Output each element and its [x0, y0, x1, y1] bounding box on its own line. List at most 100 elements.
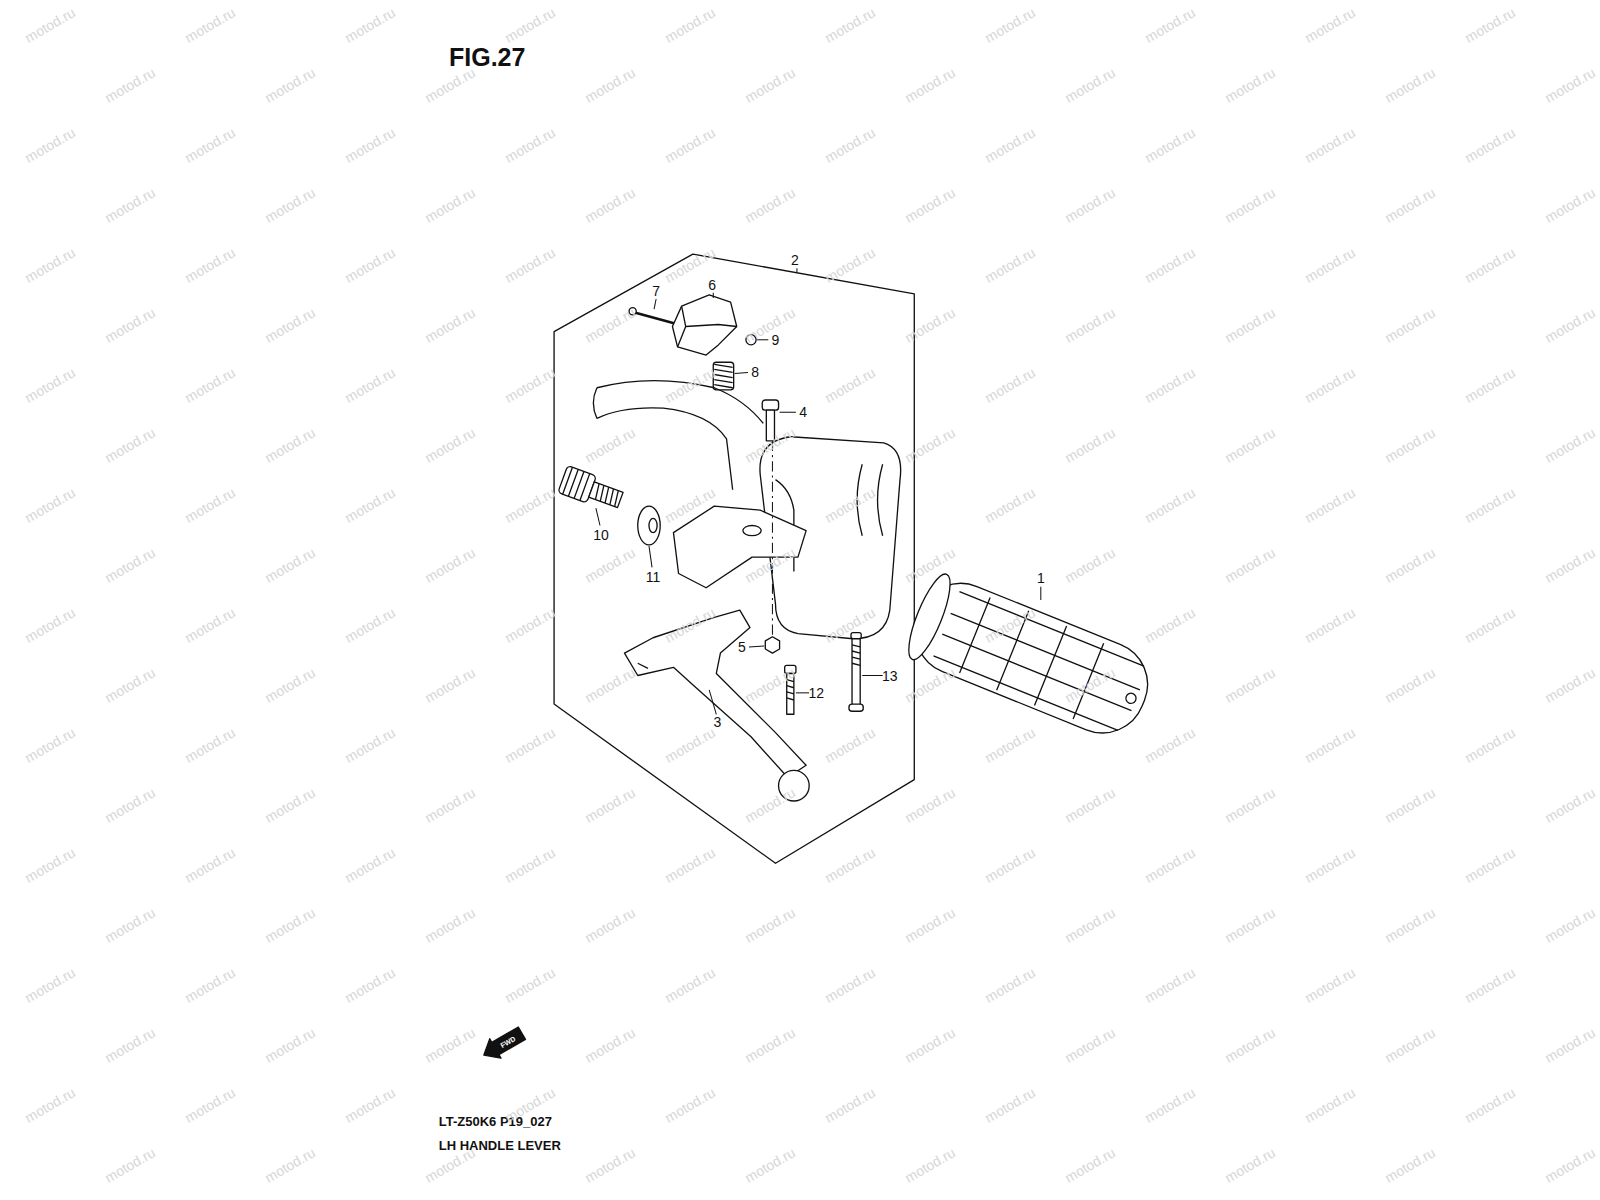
watermark: motod.ru — [1543, 545, 1598, 585]
watermark: motod.ru — [743, 1025, 798, 1065]
watermark: motod.ru — [343, 605, 398, 645]
watermark: motod.ru — [263, 905, 318, 945]
callout-number: 12 — [809, 686, 825, 700]
watermark: motod.ru — [1143, 605, 1198, 645]
watermark: motod.ru — [583, 1145, 638, 1185]
watermark: motod.ru — [263, 425, 318, 465]
callout-number: 3 — [713, 715, 721, 729]
watermark: motod.ru — [1543, 1145, 1598, 1185]
watermark: motod.ru — [983, 245, 1038, 285]
watermark: motod.ru — [1143, 965, 1198, 1005]
watermark: motod.ru — [1063, 905, 1118, 945]
watermark: motod.ru — [343, 5, 398, 45]
watermark: motod.ru — [583, 905, 638, 945]
watermark: motod.ru — [1543, 1025, 1598, 1065]
watermark: motod.ru — [183, 845, 238, 885]
watermark: motod.ru — [423, 785, 478, 825]
watermark: motod.ru — [583, 785, 638, 825]
watermark: motod.ru — [263, 665, 318, 705]
watermark: motod.ru — [823, 365, 878, 405]
watermark: motod.ru — [1063, 545, 1118, 585]
watermark: motod.ru — [343, 125, 398, 165]
watermark: motod.ru — [343, 725, 398, 765]
watermark: motod.ru — [1143, 845, 1198, 885]
watermark: motod.ru — [983, 5, 1038, 45]
watermark: motod.ru — [343, 365, 398, 405]
watermark: motod.ru — [503, 485, 558, 525]
callout-number: 8 — [751, 365, 759, 379]
callout-number: 2 — [791, 253, 799, 267]
watermark: motod.ru — [503, 245, 558, 285]
watermark: motod.ru — [103, 665, 158, 705]
forward-arrow — [478, 1023, 527, 1064]
figure-caption: LH HANDLE LEVER — [439, 1139, 561, 1152]
screw-head — [851, 633, 861, 639]
watermark: motod.ru — [663, 5, 718, 45]
watermark: motod.ru — [103, 1025, 158, 1065]
watermark: motod.ru — [23, 725, 78, 765]
watermark: motod.ru — [1463, 1085, 1518, 1125]
adjuster — [558, 466, 625, 514]
watermark: motod.ru — [23, 365, 78, 405]
screw — [852, 639, 860, 708]
watermark: motod.ru — [1463, 965, 1518, 1005]
watermark: motod.ru — [183, 725, 238, 765]
watermark: motod.ru — [583, 185, 638, 225]
watermark: motod.ru — [1063, 65, 1118, 105]
screw-head — [849, 704, 863, 711]
watermark: motod.ru — [743, 785, 798, 825]
watermark: motod.ru — [1303, 245, 1358, 285]
watermark: motod.ru — [903, 785, 958, 825]
watermark: motod.ru — [423, 425, 478, 465]
switch-block — [672, 295, 736, 355]
watermark: motod.ru — [183, 125, 238, 165]
watermark: motod.ru — [983, 725, 1038, 765]
watermark: motod.ru — [1143, 725, 1198, 765]
watermark: motod.ru — [183, 605, 238, 645]
watermark: motod.ru — [23, 485, 78, 525]
lever-arm-end — [593, 388, 597, 419]
watermark: motod.ru — [743, 1145, 798, 1185]
assembly-outline — [554, 254, 914, 863]
watermark: motod.ru — [663, 965, 718, 1005]
watermark: motod.ru — [183, 965, 238, 1005]
watermark: motod.ru — [903, 1025, 958, 1065]
watermark: motod.ru — [583, 1025, 638, 1065]
watermark: motod.ru — [1463, 245, 1518, 285]
watermark: motod.ru — [1543, 425, 1598, 465]
watermark: motod.ru — [983, 365, 1038, 405]
watermark: motod.ru — [1063, 1025, 1118, 1065]
watermark: motod.ru — [983, 845, 1038, 885]
center-line — [772, 441, 773, 637]
watermark: motod.ru — [1303, 1085, 1358, 1125]
watermark: motod.ru — [1383, 665, 1438, 705]
watermark: motod.ru — [183, 365, 238, 405]
drawing — [478, 254, 1160, 1065]
watermark: motod.ru — [503, 845, 558, 885]
callout-number: 10 — [593, 528, 609, 542]
watermark: motod.ru — [983, 485, 1038, 525]
watermark: motod.ru — [583, 425, 638, 465]
watermark: motod.ru — [1223, 665, 1278, 705]
watermark: motod.ru — [503, 125, 558, 165]
watermark: motod.ru — [903, 905, 958, 945]
watermark: motod.ru — [1383, 1025, 1438, 1065]
watermark: motod.ru — [343, 245, 398, 285]
watermark: motod.ru — [1383, 65, 1438, 105]
watermark: motod.ru — [903, 305, 958, 345]
watermark: motod.ru — [1143, 5, 1198, 45]
watermark: motod.ru — [1463, 485, 1518, 525]
drawing-code: LT-Z50K6 P19_027 — [439, 1115, 552, 1128]
watermark: motod.ru — [423, 905, 478, 945]
watermark: motod.ru — [983, 965, 1038, 1005]
pivot-hole — [743, 526, 761, 536]
callout-number: 11 — [646, 570, 661, 584]
watermark: motod.ru — [263, 1145, 318, 1185]
watermark: motod.ru — [583, 65, 638, 105]
watermark: motod.ru — [1223, 65, 1278, 105]
watermark: motod.ru — [1223, 185, 1278, 225]
watermark: motod.ru — [263, 785, 318, 825]
callout-number: 7 — [652, 284, 660, 298]
watermark: motod.ru — [583, 545, 638, 585]
watermark: motod.ru — [343, 485, 398, 525]
